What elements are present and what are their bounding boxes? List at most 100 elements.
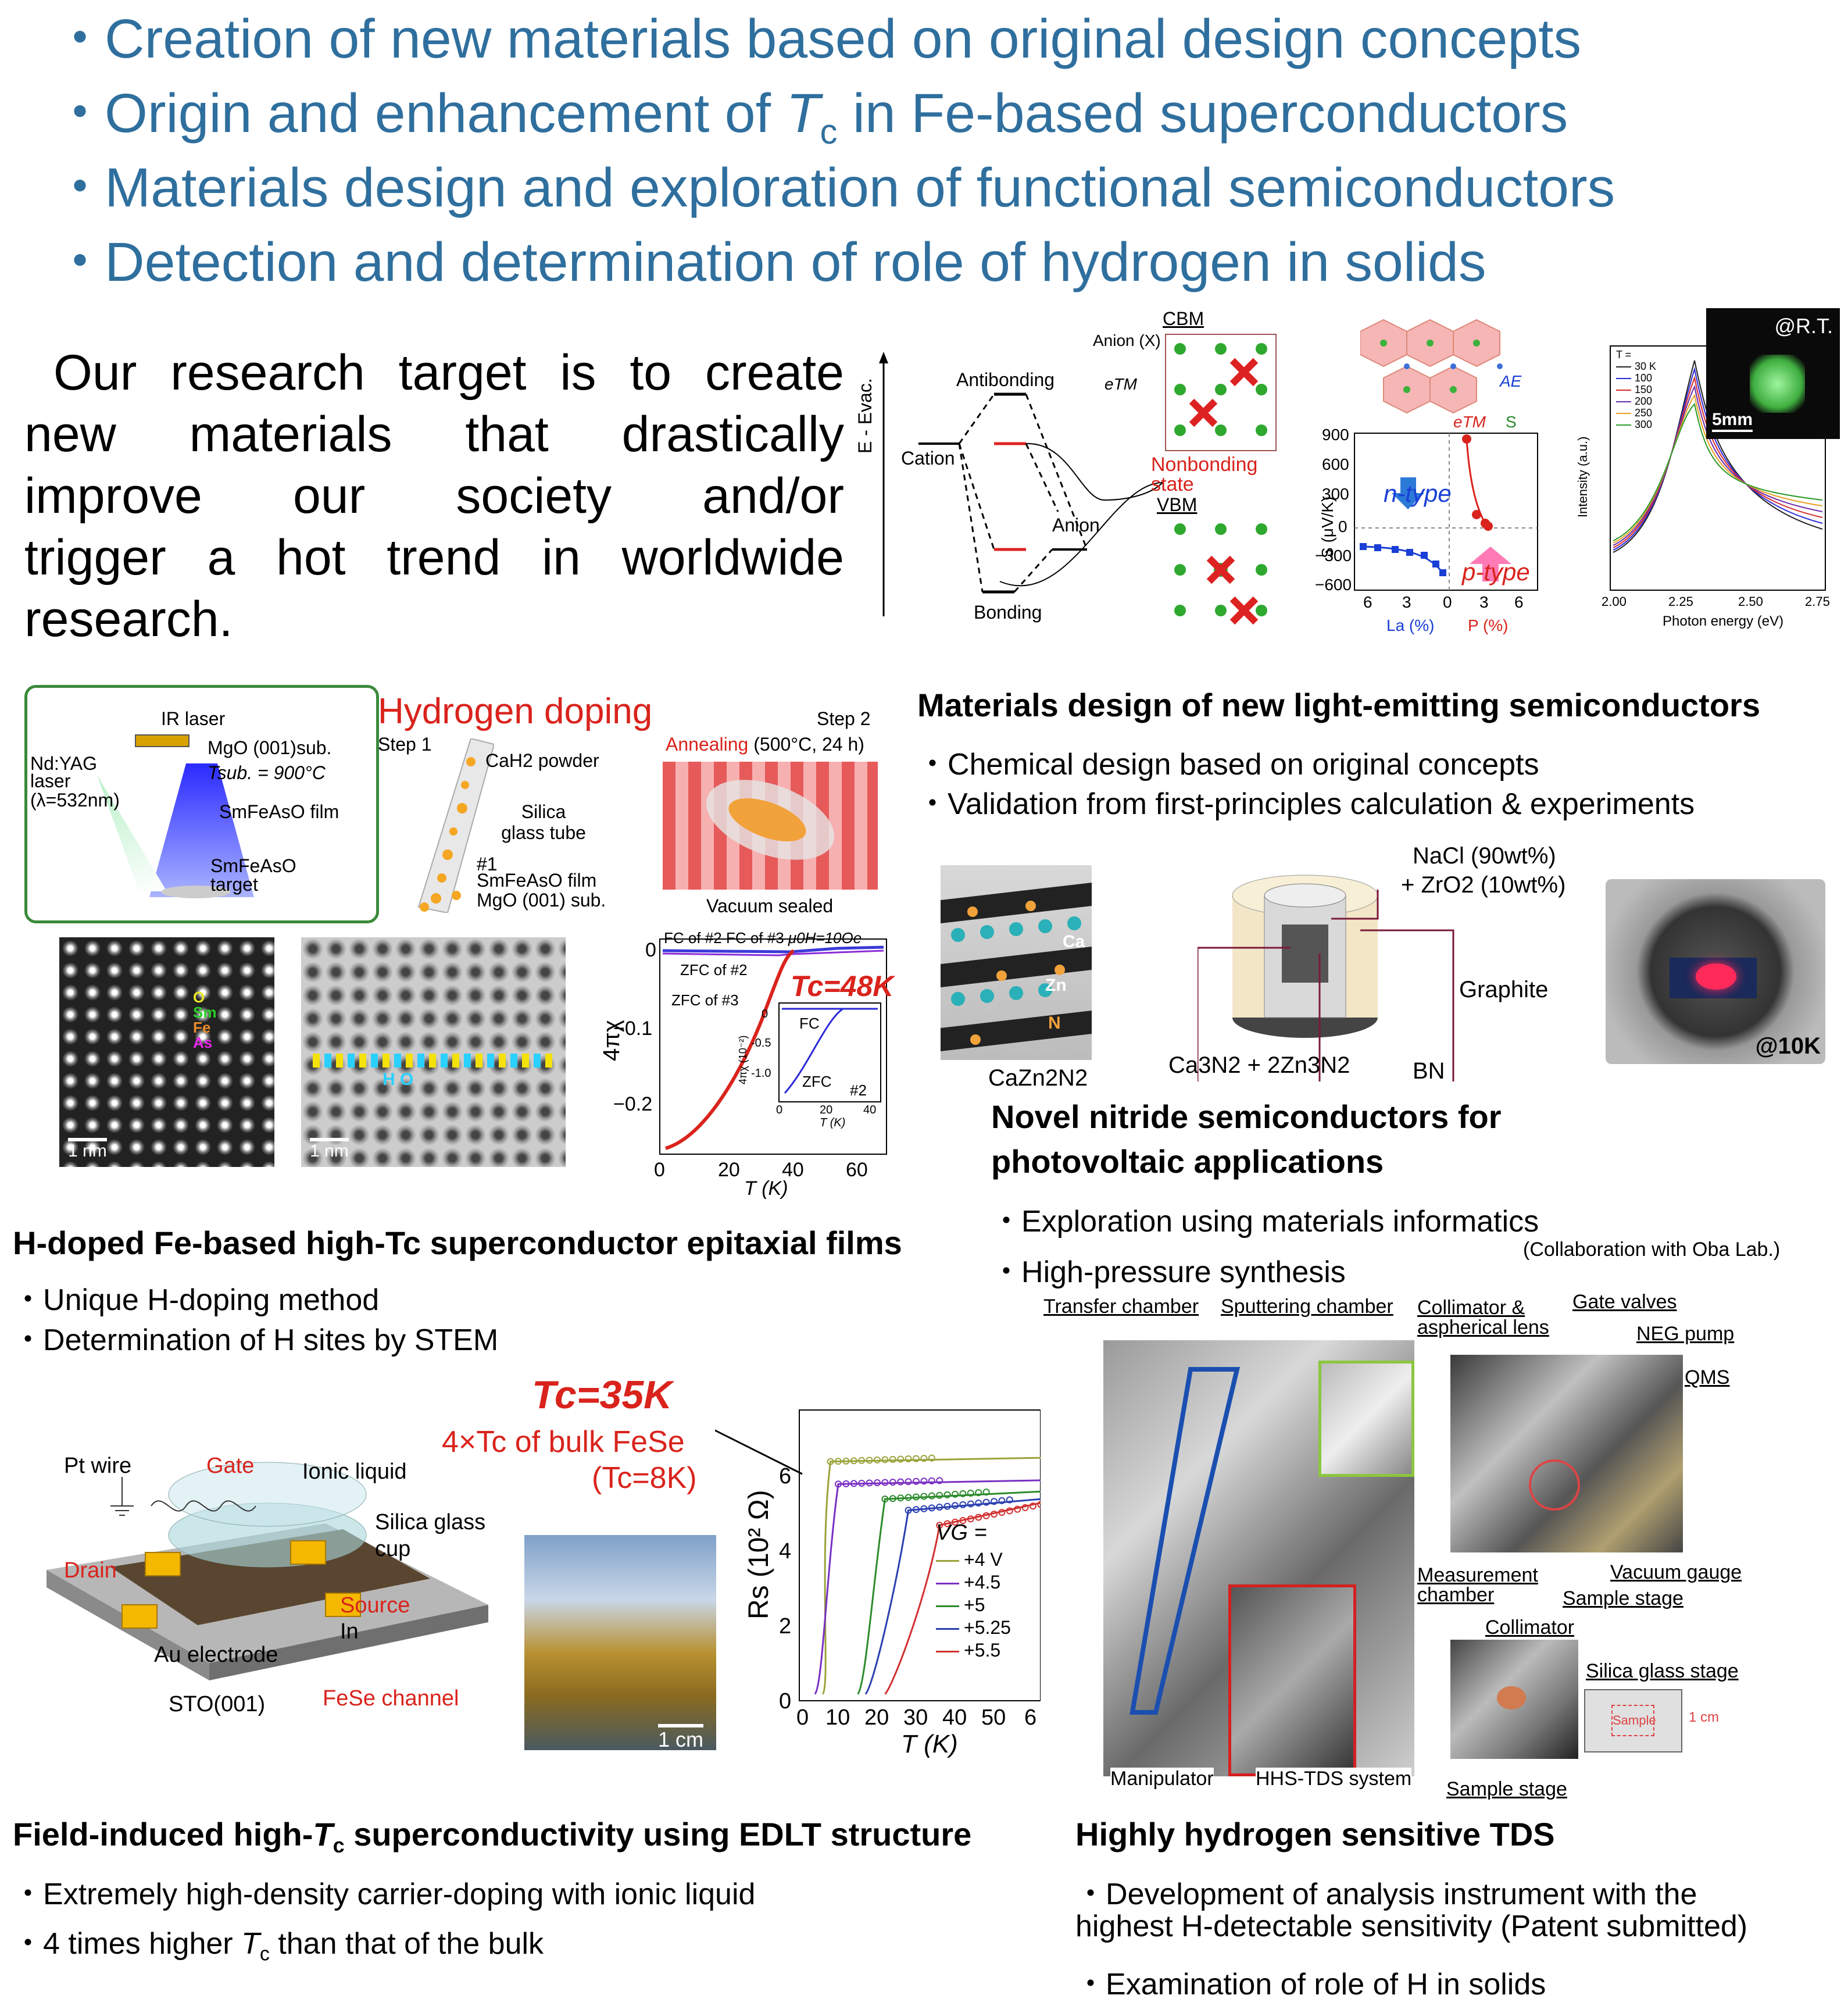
sec-nitride-title-1: Novel nitride semiconductors for [991, 1098, 1502, 1135]
n-label: N [1048, 1013, 1061, 1033]
anion-x-label: Anion (X) [1093, 331, 1161, 349]
xtick: 2.50 [1738, 594, 1763, 609]
rs-point [858, 1479, 866, 1487]
pl-legend-item: 150 [1616, 384, 1656, 395]
chi-chart [659, 938, 887, 1155]
rs-point [943, 1520, 951, 1527]
ptype-series [1462, 434, 1493, 531]
xtick: 3 [1402, 593, 1411, 611]
antibonding-label: Antibonding [956, 369, 1055, 390]
rs-legend-item: +5.25 [936, 1616, 1041, 1639]
rs-point [913, 1493, 920, 1501]
sec-nitride-bullet: ・High-pressure synthesis [991, 1255, 1346, 1289]
xtick: 10 [825, 1705, 850, 1730]
rs-point [905, 1507, 912, 1514]
sec-tds-title: Highly hydrogen sensitive TDS [1075, 1816, 1555, 1852]
ytick: −0.1 [613, 1018, 653, 1040]
rs-xlabel: T (K) [901, 1730, 958, 1758]
xtick: 20 [718, 1159, 740, 1181]
mgo2-label: MgO (001) sub. [477, 890, 606, 911]
rs-point [959, 1517, 967, 1525]
xtick: 40 [782, 1159, 804, 1181]
band-diagram: E - Evac. Antibonding Cation Anion Bondi… [855, 308, 1314, 634]
bullet-dot: ・ [52, 8, 108, 70]
silica-tube-label: Silica glass tube [501, 801, 586, 843]
rs-point [920, 1505, 928, 1512]
inset-ytick: -0.5 [751, 1037, 771, 1050]
rs-point [905, 1494, 912, 1501]
xlabel-la: La (%) [1386, 616, 1435, 634]
rs-point [936, 1491, 943, 1499]
num1-label: #1 [477, 854, 498, 874]
sputter-label: Sputtering chamber [1221, 1295, 1393, 1318]
sto-label: STO(001) [169, 1692, 266, 1716]
nacl-label: NaCl (90wt%) [1413, 843, 1556, 869]
rs-point [835, 1458, 842, 1465]
rs-chart [715, 1409, 1041, 1701]
seebeck-chart [1354, 433, 1538, 591]
rs-point [982, 1489, 990, 1496]
sample-label: Sample [1611, 1705, 1656, 1736]
bulk-label: (Tc=8K) [592, 1461, 697, 1495]
rs-point [897, 1455, 905, 1463]
sec-lightemit-bullet: ・Chemical design based on original conce… [917, 748, 1539, 781]
axis-label: E - Evac. [855, 378, 875, 454]
rs-point [975, 1489, 982, 1497]
silica-cup-label: Silica glass cup [375, 1510, 486, 1561]
ytick: 6 [779, 1464, 792, 1489]
sec-edlt-bullet: ・4 times higher Tc than that of the bulk [13, 1927, 544, 1965]
sec-lightemit-title: Materials design of new light-emitting s… [917, 687, 1760, 723]
rs-point [866, 1457, 873, 1464]
pl-series [1613, 394, 1823, 544]
zro2-label: + ZrO2 (10wt%) [1401, 872, 1566, 898]
ytick: 4 [779, 1539, 792, 1564]
xtick: 30 [903, 1705, 928, 1730]
in-label: In [340, 1619, 359, 1644]
xtick: 50 [981, 1705, 1006, 1730]
pl-series [1613, 367, 1823, 551]
stem-image-1: O Sm Fe As 1 nm [59, 937, 274, 1167]
headline-1: ・Creation of new materials based on orig… [52, 8, 1582, 70]
hdoping-title: Hydrogen doping [378, 691, 653, 731]
rs-point [967, 1515, 974, 1523]
sec-lightemit-bullet: ・Validation from first-principles calcul… [917, 787, 1695, 821]
au-label: Au electrode [154, 1643, 278, 1667]
pressure-cell-image [1229, 872, 1381, 1041]
sec-nitride-title-2: photovoltaic applications [991, 1143, 1384, 1180]
rs-point [1037, 1501, 1041, 1508]
ptype-label: p-type [1462, 558, 1530, 586]
sample-stage-photo [1450, 1640, 1578, 1759]
qms-label: QMS [1685, 1366, 1730, 1389]
fese-label: FeSe channel [323, 1686, 459, 1711]
reactants-label: Ca3N2 + 2Zn3N2 [1168, 1052, 1350, 1078]
rs-point [959, 1490, 967, 1497]
xtick: 3 [1479, 593, 1489, 611]
meas-label: Measurement chamber [1417, 1564, 1538, 1606]
graphite-label: Graphite [1459, 977, 1549, 1002]
rs-point [913, 1506, 920, 1514]
xtick: 6 [1024, 1705, 1037, 1730]
rs-legend: +4 V+4.5+5+5.25+5.5 [936, 1548, 1041, 1662]
transfer-label: Transfer chamber [1043, 1295, 1199, 1318]
rs-point [889, 1479, 896, 1486]
rs-point [928, 1504, 935, 1512]
rs-point [975, 1500, 982, 1507]
ptype-point [1472, 510, 1481, 519]
rs-point [842, 1457, 850, 1465]
sec-nitride-bullet: ・Exploration using materials informatics [991, 1205, 1539, 1238]
rs-point [998, 1497, 1006, 1504]
xtick: 40 [942, 1705, 967, 1730]
ntype-series [1360, 543, 1446, 576]
pt-wire-label: Pt wire [64, 1454, 132, 1478]
sec-tds-bullet-cont: highest H-detectable sensitivity (Patent… [1075, 1909, 1748, 1943]
ntype-label: n-type [1384, 480, 1452, 507]
pl-series [1613, 376, 1823, 548]
rs-legend-item: +5.5 [936, 1639, 1041, 1662]
cah2-label: CaH2 powder [485, 750, 599, 771]
rs-point [835, 1480, 842, 1488]
tc48-label: Tc=48K [791, 970, 894, 1002]
rs-point [1014, 1505, 1021, 1513]
neg-label: NEG pump [1636, 1323, 1735, 1345]
anion-label: Anion [1052, 515, 1100, 536]
collimator-label: Collimator [1485, 1616, 1575, 1639]
